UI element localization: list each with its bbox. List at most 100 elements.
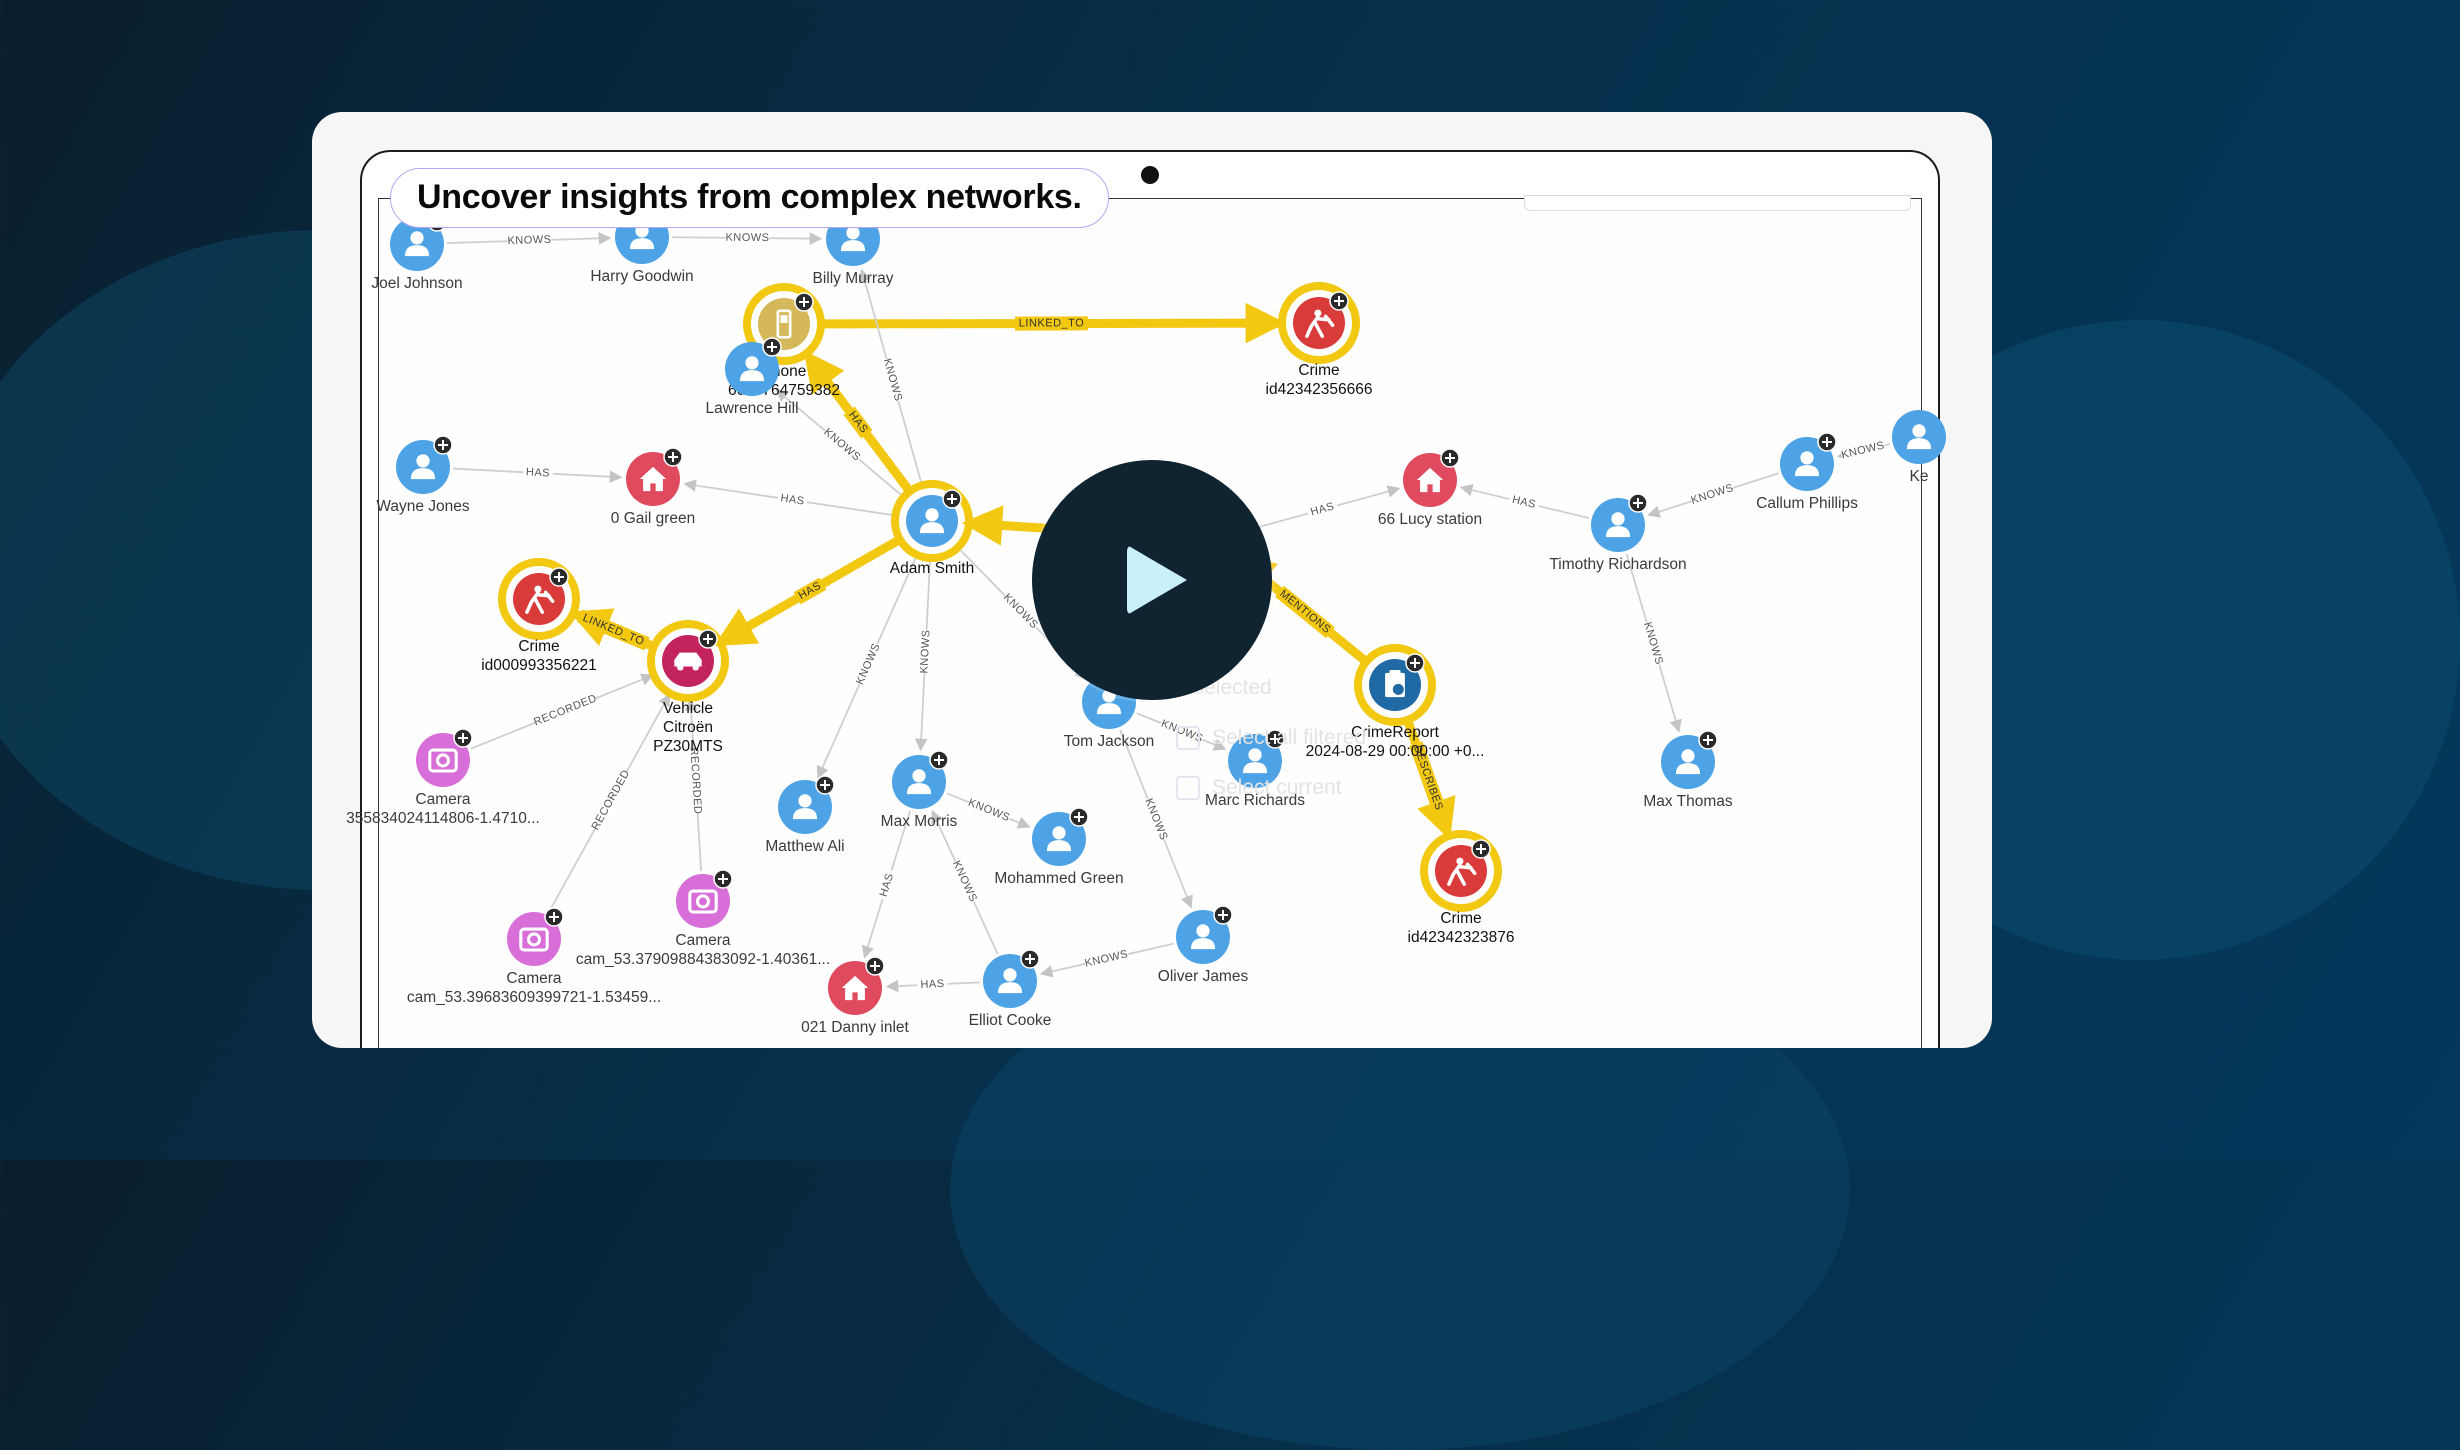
node-label: PZ30MTS [653,738,723,755]
play-video-button[interactable] [1032,460,1272,700]
expand-badge-icon[interactable] [929,750,949,770]
node-label: Matthew Ali [765,838,844,855]
edge-label-bg [776,490,809,510]
node-label: cam_53.39683609399721-1.53459... [407,989,661,1006]
graph-edge[interactable]: HAS [1459,483,1590,519]
expand-badge-icon[interactable] [1440,448,1460,468]
search-box-edge[interactable] [1524,195,1911,211]
select-all-filtered-option[interactable]: Select all filtered [1176,713,1496,763]
graph-node-lawrence[interactable]: Lawrence Hill [705,337,799,417]
graph-edge[interactable]: HAS [713,535,904,647]
select-current-option[interactable]: Select current [1176,763,1496,813]
graph-node-lucy[interactable]: 66 Lucy station [1378,448,1482,528]
graph-node-cam2[interactable]: Cameracam_53.37909884383092-1.40361... [576,869,830,968]
graph-node-maxm[interactable]: Max Morris [881,750,958,830]
graph-edge[interactable]: HAS [861,810,911,959]
expand-badge-icon[interactable] [544,907,564,927]
graph-node-adam[interactable]: Adam Smith [890,480,974,577]
graph-node-matthew[interactable]: Matthew Ali [765,775,845,855]
graph-edge[interactable]: KNOWS [816,553,919,779]
graph-edge[interactable]: KNOWS [914,556,934,752]
expand-badge-icon[interactable] [1628,493,1648,513]
edge-label-bg [875,868,899,902]
camera-icon [688,889,718,914]
graph-node-callum[interactable]: Callum Phillips [1756,432,1858,512]
expand-badge-icon[interactable] [433,435,453,455]
graph-node-danny[interactable]: 021 Danny inlet [801,956,910,1036]
edge-label-bg [1083,947,1130,971]
graph-edge[interactable]: KNOWS [1039,942,1174,978]
expand-badge-icon[interactable] [762,337,782,357]
expand-badge-icon[interactable] [942,489,962,509]
expand-badge-icon[interactable] [549,567,569,587]
edge-label-bg [1507,492,1541,513]
person-icon [1046,826,1072,852]
graph-edge[interactable]: KNOWS [858,268,924,487]
graph-edge[interactable]: RECORDED [684,697,705,872]
expand-badge-icon[interactable] [865,956,885,976]
graph-node-ke[interactable]: Ke [1892,410,1946,485]
expand-badge-icon[interactable] [1265,729,1285,749]
graph-edge[interactable]: KNOWS [931,809,999,955]
expand-badge-icon[interactable] [815,775,835,795]
graph-edge[interactable]: KNOWS [1836,438,1891,463]
graph-edge[interactable]: HAS [885,976,981,993]
edge-label-bg [948,858,981,905]
expand-badge-icon[interactable] [1405,653,1425,673]
edge-label: HAS [526,466,551,479]
graph-edge[interactable]: KNOWS [671,230,823,246]
graph-node-cam3[interactable]: Cameracam_53.39683609399721-1.53459... [407,907,661,1006]
expand-badge-icon[interactable] [794,292,814,312]
graph-node-oliver[interactable]: Oliver James [1158,905,1249,985]
expand-badge-icon[interactable] [1471,839,1491,859]
graph-node-elliot[interactable]: Elliot Cooke [969,949,1052,1029]
edge-label: KNOWS [507,234,551,247]
expand-badge-icon[interactable] [663,447,683,467]
expand-badge-icon[interactable] [1698,730,1718,750]
expand-badge-icon[interactable] [453,728,473,748]
graph-edge[interactable]: LINKED_TO [569,608,657,652]
graph-node-timothy[interactable]: Timothy Richardson [1549,493,1687,573]
house-icon [639,466,667,492]
node-highlight-ring [891,480,973,562]
selection-panel: 1 selected Select all filtered Select cu… [1176,663,1496,813]
headline-banner: Uncover insights from complex networks. [390,168,1109,228]
node-label: Mohammed Green [994,870,1123,887]
graph-node-maxt[interactable]: Max Thomas [1643,730,1733,810]
edge-label: RECORDED [589,768,632,832]
graph-node-cam1[interactable]: Camera355834024114806-1.4710... [346,728,540,827]
expand-badge-icon[interactable] [1069,807,1089,827]
select-all-checkbox[interactable] [1176,726,1200,750]
graph-edge[interactable]: HAS [683,479,897,517]
graph-edge[interactable]: RECORDED [547,693,671,914]
node-circle [758,298,810,350]
expand-badge-icon[interactable] [698,629,718,649]
graph-edge[interactable]: KNOWS [446,232,612,249]
expand-badge-icon[interactable] [1329,291,1349,311]
graph-edge[interactable]: HAS [1243,485,1401,532]
graph-node-joel[interactable]: Joel Johnson [371,212,463,292]
graph-edge[interactable]: KNOWS [1625,553,1682,733]
graph-edge[interactable]: LINKED_TO [822,302,1287,344]
graph-node-mohammed[interactable]: Mohammed Green [994,807,1124,887]
graph-node-gail[interactable]: 0 Gail green [611,447,695,527]
expand-badge-icon[interactable] [1213,905,1233,925]
graph-edge[interactable]: HAS [452,465,623,484]
expand-badge-icon[interactable] [713,869,733,889]
graph-edge[interactable]: RECORDED [470,673,654,750]
graph-edge[interactable]: KNOWS [946,792,1031,829]
graph-node-marc[interactable]: Marc Richards [1205,729,1305,809]
expand-badge-icon[interactable] [1020,949,1040,969]
graph-node-wayne[interactable]: Wayne Jones [376,435,470,515]
select-current-checkbox[interactable] [1176,776,1200,800]
node-circle [507,912,561,966]
expand-badge-icon[interactable] [1817,432,1837,452]
node-label: Max Morris [881,813,958,830]
graph-edge[interactable]: HAS [803,350,914,495]
